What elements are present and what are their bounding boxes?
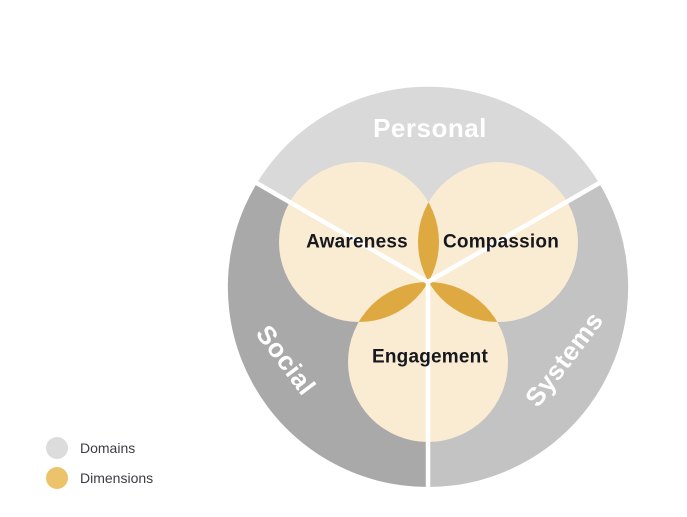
- legend-swatch-domains-icon: [46, 437, 68, 459]
- legend-swatch-dimensions-icon: [46, 467, 68, 489]
- legend-swatch-domains-circle: [46, 437, 68, 459]
- sector-divider-personal-systems: [426, 176, 610, 284]
- dimension-label-awareness: Awareness: [306, 232, 408, 253]
- legend: Domains Dimensions: [46, 437, 153, 489]
- legend-item-dimensions: Dimensions: [46, 467, 153, 489]
- legend-swatch-dimensions-circle: [46, 467, 68, 489]
- domain-sector-personal: [257, 86, 599, 282]
- dimension-label-engagement: Engagement: [372, 347, 488, 368]
- legend-item-domains: Domains: [46, 437, 153, 459]
- legend-label-dimensions: Dimensions: [80, 470, 154, 486]
- domain-label-personal: Personal: [373, 113, 487, 143]
- sector-divider-personal-social: [246, 176, 430, 284]
- legend-label-domains: Domains: [80, 440, 136, 456]
- dimension-label-compassion: Compassion: [443, 232, 559, 253]
